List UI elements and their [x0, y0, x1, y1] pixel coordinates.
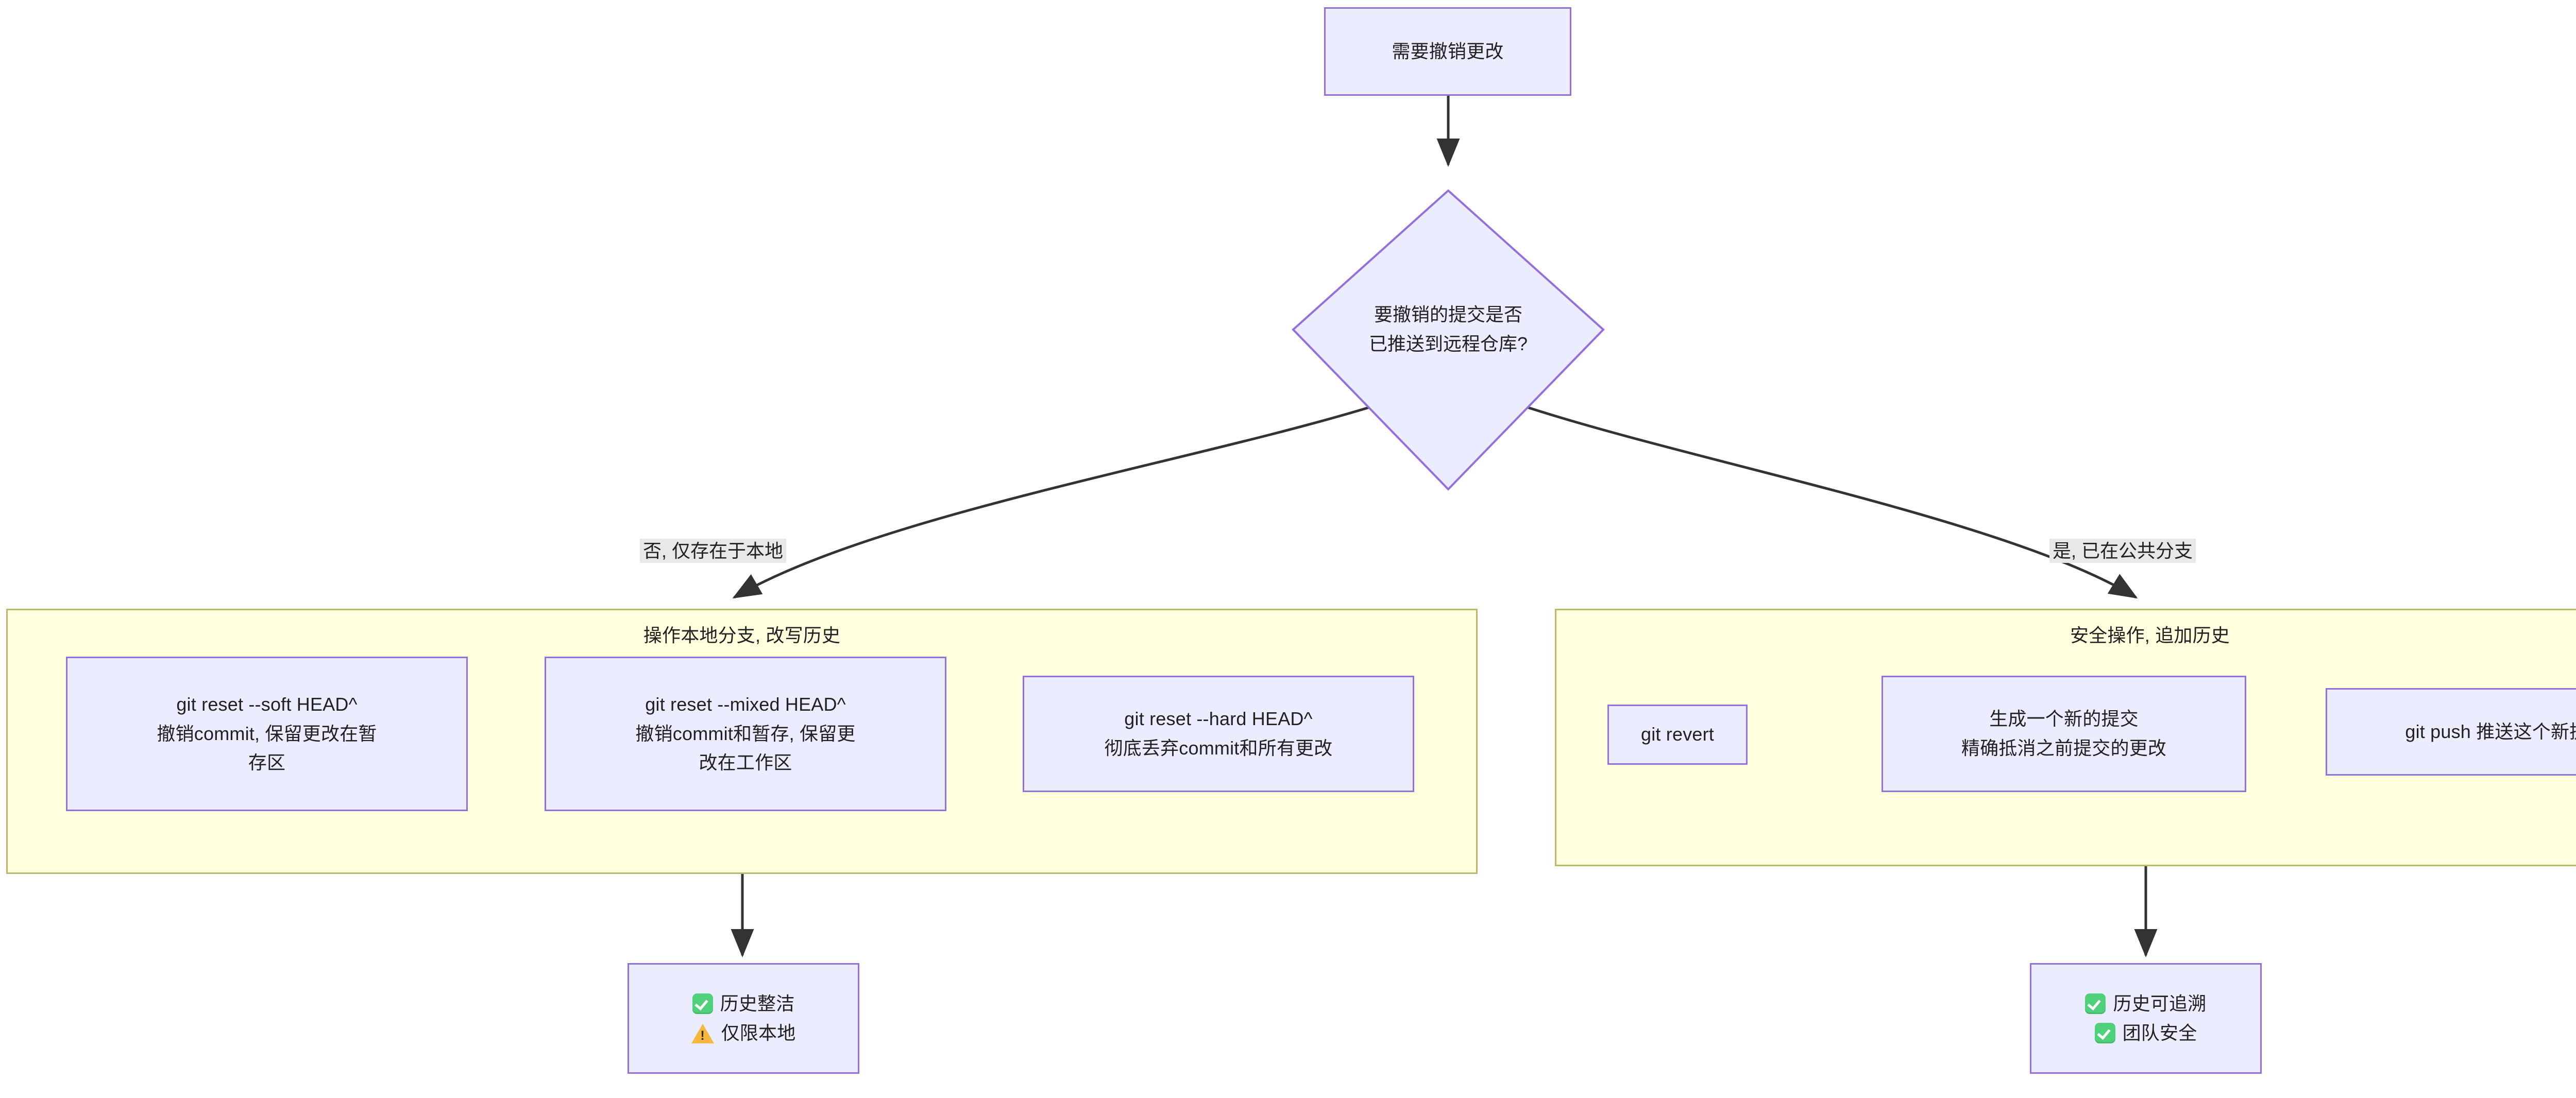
node-new-commit-line-1: 生成一个新的提交 — [1989, 708, 2139, 730]
edge-label-yes-public: 是, 已在公共分支 — [2049, 539, 2196, 563]
edge-decision-to-local-cluster — [732, 405, 1371, 599]
result-safe-row-1-label: 历史可追溯 — [2113, 992, 2207, 1014]
node-git-push-label: git push 推送这个新提交 — [2405, 720, 2576, 742]
cluster-safe-ops-title: 安全操作, 追加历史 — [2070, 625, 2230, 646]
check-mark-button-icon — [692, 993, 713, 1015]
node-git-revert-label: git revert — [1640, 724, 1715, 745]
node-git-reset-soft-line-2: 撤销commit, 保留更改在暂 — [157, 723, 377, 744]
node-git-reset-hard-line-1: git reset --hard HEAD^ — [1124, 708, 1313, 730]
node-git-reset-soft[interactable]: git reset --soft HEAD^ 撤销commit, 保留更改在暂 … — [66, 657, 468, 811]
result-local-row-1-label: 历史整洁 — [720, 992, 795, 1014]
decision-line-1: 要撤销的提交是否 — [1374, 304, 1522, 325]
node-git-reset-hard-line-2: 彻底丢弃commit和所有更改 — [1104, 737, 1333, 759]
node-new-commit[interactable]: 生成一个新的提交 精确抵消之前提交的更改 — [1882, 676, 2246, 792]
node-git-reset-soft-line-1: git reset --soft HEAD^ — [176, 693, 358, 715]
warning-sign-icon — [691, 1023, 714, 1043]
decision-diamond-shape — [1292, 189, 1605, 491]
result-safe-row-1: 历史可追溯 — [2085, 989, 2206, 1019]
node-git-reset-hard[interactable]: git reset --hard HEAD^ 彻底丢弃commit和所有更改 — [1023, 676, 1414, 792]
result-local[interactable]: 历史整洁 仅限本地 — [628, 963, 859, 1074]
node-git-reset-mixed-line-1: git reset --mixed HEAD^ — [645, 693, 846, 715]
result-local-row-2-label: 仅限本地 — [721, 1022, 796, 1043]
node-git-reset-mixed-line-2: 撤销commit和暂存, 保留更 — [635, 723, 856, 744]
node-git-revert[interactable]: git revert — [1607, 705, 1748, 765]
result-local-row-1: 历史整洁 — [692, 989, 795, 1019]
node-git-push[interactable]: git push 推送这个新提交 — [2326, 688, 2576, 776]
result-safe-row-2-label: 团队安全 — [2122, 1022, 2197, 1043]
cluster-local-branch-title: 操作本地分支, 改写历史 — [643, 625, 841, 646]
node-new-commit-line-2: 精确抵消之前提交的更改 — [1961, 737, 2167, 759]
start-node[interactable]: 需要撤销更改 — [1324, 7, 1571, 96]
node-git-reset-mixed-line-3: 改在工作区 — [699, 752, 792, 774]
start-node-label: 需要撤销更改 — [1392, 40, 1504, 62]
result-safe[interactable]: 历史可追溯 团队安全 — [2030, 963, 2262, 1074]
decision-line-2: 已推送到远程仓库? — [1368, 333, 1528, 354]
edge-decision-to-safe-cluster — [1526, 405, 2138, 599]
check-mark-button-icon — [2094, 1022, 2115, 1043]
result-safe-row-2: 团队安全 — [2094, 1019, 2197, 1048]
decision-node[interactable]: 要撤销的提交是否 已推送到远程仓库? — [1293, 278, 1603, 381]
node-git-reset-soft-line-3: 存区 — [248, 752, 286, 774]
node-git-reset-mixed[interactable]: git reset --mixed HEAD^ 撤销commit和暂存, 保留更… — [545, 657, 946, 811]
result-local-row-2: 仅限本地 — [691, 1019, 796, 1048]
edge-label-no-local: 否, 仅存在于本地 — [640, 539, 787, 563]
check-mark-button-icon — [2085, 993, 2106, 1015]
